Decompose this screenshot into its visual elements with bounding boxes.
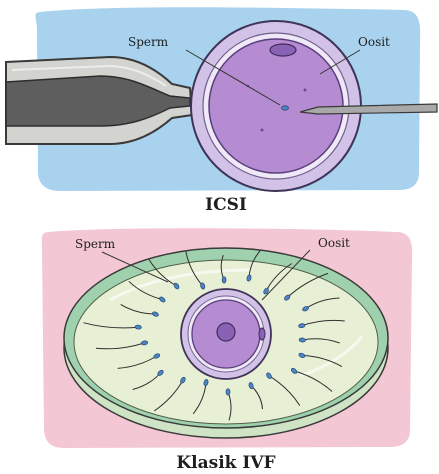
classic-ivf-panel: Sperm Oosit Klasik IVF: [42, 228, 412, 473]
icsi-polar-body: [270, 44, 296, 56]
sperm-head: [135, 325, 142, 330]
icsi-injected-sperm: [282, 106, 289, 110]
sperm-head: [222, 277, 226, 283]
ivf-nucleus: [217, 323, 235, 341]
icsi-cytoplasm-speck: [304, 89, 307, 92]
icsi-cytoplasm-speck: [261, 129, 264, 132]
icsi-panel: Sperm Oosit ICSI: [6, 7, 437, 215]
ivf-oocyte: [181, 289, 271, 379]
sperm-head: [299, 338, 306, 343]
ivf-sperm-label: Sperm: [75, 237, 116, 251]
icsi-oocyte-cytoplasm: [209, 39, 343, 173]
ivf-title: Klasik IVF: [176, 453, 275, 473]
icsi-oocyte-label: Oosit: [358, 35, 390, 49]
sperm-head: [226, 389, 230, 395]
ivf-oocyte-label: Oosit: [318, 236, 350, 250]
icsi-title: ICSI: [205, 195, 247, 215]
ivf-polar-body: [259, 328, 265, 340]
icsi-sperm-label: Sperm: [128, 35, 169, 49]
